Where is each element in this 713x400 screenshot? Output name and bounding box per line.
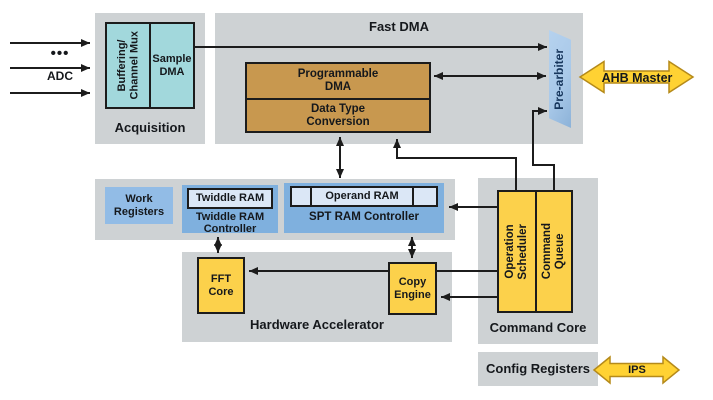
sample-dma-label: Sample DMA: [152, 53, 192, 78]
twiddle-ram-controller-block: Twiddle RAM Twiddle RAM Controller: [182, 185, 278, 236]
spt-ram-controller-block: Operand RAM SPT RAM Controller: [284, 183, 444, 233]
command-queue-label: Command Queue: [541, 223, 566, 280]
buffering-channel-mux-label: Buffering/ Channel Mux: [115, 31, 140, 100]
config-registers-block: [478, 352, 598, 386]
pre-arbiter-label: Pre-arbiter: [552, 48, 567, 110]
operand-ram-bank-right: [412, 188, 436, 205]
programmable-dma-block: Programmable DMA: [247, 64, 429, 100]
pre-arbiter-block: Pre-arbiter: [549, 30, 571, 128]
operand-ram-block: Operand RAM: [312, 188, 412, 205]
ahb-master-bus-arrow: [578, 60, 695, 94]
twiddle-ram-label: Twiddle RAM: [195, 192, 265, 205]
operand-ram-label: Operand RAM: [325, 190, 399, 203]
operand-ram-banks: Operand RAM: [290, 186, 438, 207]
config-registers-title: Config Registers: [485, 361, 590, 376]
operand-ram-bank-left: [292, 188, 312, 205]
work-registers-block: Work Registers: [105, 187, 173, 224]
acquisition-dma-group: Buffering/ Channel Mux Sample DMA: [105, 22, 195, 109]
ips-label: IPS: [628, 364, 646, 376]
command-core-group: Operation Scheduler Command Queue: [497, 190, 573, 313]
data-type-conversion-label: Data Type Conversion: [306, 102, 370, 128]
fft-core-block: FFT Core: [197, 257, 245, 314]
command-queue-block: Command Queue: [537, 192, 571, 311]
twiddle-ram-controller-label: Twiddle RAM Controller: [195, 211, 265, 236]
commandqueue-to-prearbiter-arrow: [532, 107, 555, 190]
twiddle-ram-block: Twiddle RAM: [187, 188, 273, 209]
fast-dma-title: Fast DMA: [369, 19, 429, 34]
programmable-dma-label: Programmable DMA: [297, 68, 379, 93]
copy-engine-label: Copy Engine: [394, 276, 431, 301]
fft-core-label: FFT Core: [208, 273, 234, 298]
hardware-accelerator-title: Hardware Accelerator: [250, 317, 384, 332]
scheduler-to-dtc-arrow: [393, 139, 517, 190]
spt-ram-controller-label: SPT RAM Controller: [309, 211, 419, 223]
adc-channel-dots: •••: [50, 45, 70, 62]
operation-scheduler-label: Operation Scheduler: [504, 223, 529, 280]
dma-conversion-group: Programmable DMA Data Type Conversion: [245, 62, 431, 133]
sample-dma-block: Sample DMA: [151, 24, 193, 107]
ips-bus-arrow: [592, 355, 681, 385]
work-registers-label: Work Registers: [113, 193, 165, 218]
data-type-conversion-block: Data Type Conversion: [247, 100, 429, 131]
operation-scheduler-block: Operation Scheduler: [499, 192, 537, 311]
buffering-channel-mux-block: Buffering/ Channel Mux: [107, 24, 151, 107]
adc-label: ADC: [47, 69, 73, 83]
copy-engine-block: Copy Engine: [388, 262, 437, 315]
ahb-master-label: AHB Master: [601, 71, 673, 85]
command-core-title: Command Core: [489, 320, 587, 335]
acquisition-title: Acquisition: [114, 120, 186, 135]
